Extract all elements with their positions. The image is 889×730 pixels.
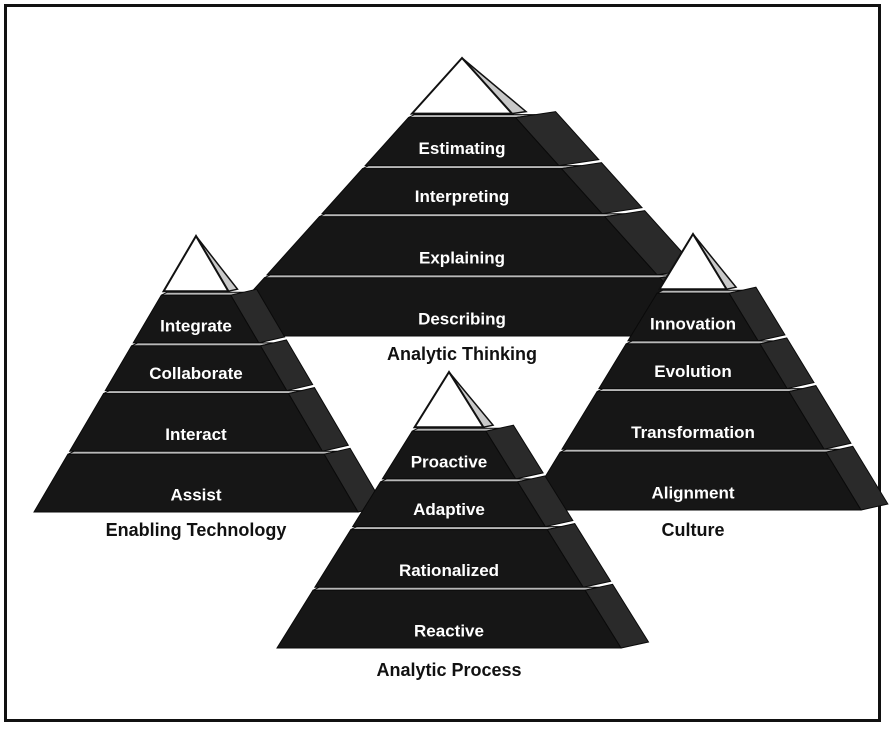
tier-label: Interpreting — [415, 187, 509, 206]
tier-assist — [33, 453, 359, 513]
tier-label: Transformation — [631, 423, 755, 442]
tier-label: Integrate — [160, 316, 232, 335]
pyramid-enabling-technology: IntegrateCollaborateInteractAssistEnabli… — [33, 234, 385, 540]
tier-reactive — [276, 589, 622, 649]
tier-label: Assist — [170, 485, 221, 504]
pyramid-analytic-process: ProactiveAdaptiveRationalizedReactiveAna… — [276, 370, 650, 680]
cap-tip — [161, 234, 231, 293]
tier-label: Rationalized — [399, 561, 499, 580]
tier-label: Innovation — [650, 314, 736, 333]
tier-label: Reactive — [414, 621, 484, 640]
pyramid-title: Culture — [662, 520, 725, 540]
pyramid-title: Analytic Thinking — [387, 344, 537, 364]
tier-label: Estimating — [419, 139, 506, 158]
cap-tip — [412, 370, 486, 429]
tier-label: Explaining — [419, 248, 505, 267]
cap-tip — [657, 232, 729, 291]
cap-tip — [409, 56, 515, 115]
tier-label: Alignment — [651, 483, 734, 502]
tier-label: Adaptive — [413, 500, 485, 519]
pyramid-culture: InnovationEvolutionTransformationAlignme… — [524, 232, 889, 540]
tier-label: Describing — [418, 309, 506, 328]
tier-label: Collaborate — [149, 364, 243, 383]
pyramid-title: Enabling Technology — [106, 520, 287, 540]
pyramid-title: Analytic Process — [376, 660, 521, 680]
tier-label: Evolution — [654, 362, 731, 381]
tier-label: Proactive — [411, 452, 488, 471]
tier-label: Interact — [165, 425, 227, 444]
